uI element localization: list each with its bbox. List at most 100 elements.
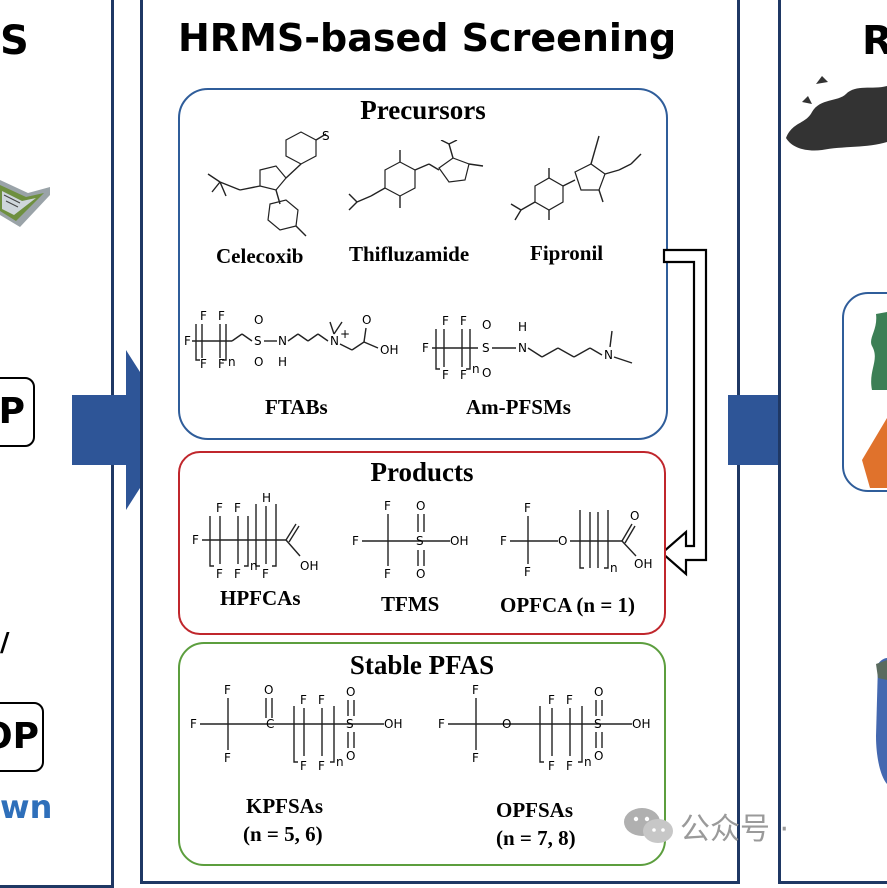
plant-illustration	[862, 312, 887, 488]
svg-text:F: F	[262, 567, 269, 580]
svg-text:O: O	[362, 313, 371, 327]
compound-fipronil: Fipronil	[530, 241, 604, 265]
svg-text:n: n	[472, 362, 480, 376]
svg-text:F: F	[566, 693, 573, 707]
svg-text:H: H	[278, 355, 287, 369]
svg-text:F: F	[524, 565, 531, 579]
tfms-structure: F FF S O O OH	[352, 499, 468, 578]
left-blue-text: wn	[0, 788, 53, 826]
svg-text:F: F	[200, 310, 207, 323]
svg-text:O: O	[482, 366, 491, 380]
svg-text:n: n	[336, 755, 344, 769]
products-box: Products	[178, 451, 666, 635]
svg-text:H: H	[518, 320, 527, 334]
svg-text:O: O	[346, 685, 355, 699]
svg-text:N: N	[330, 334, 339, 348]
svg-text:F: F	[524, 501, 531, 515]
feedback-arrow	[660, 248, 708, 577]
watermark-text: 公众号 ·	[680, 812, 790, 847]
svg-text:F: F	[224, 751, 231, 765]
right-panel-heading: R	[862, 18, 887, 64]
compound-opfca: OPFCA (n = 1)	[500, 593, 636, 617]
svg-text:F: F	[184, 334, 191, 348]
svg-text:F: F	[218, 357, 225, 371]
products-title: Products	[370, 457, 474, 487]
svg-text:O: O	[346, 749, 355, 763]
svg-text:F: F	[318, 759, 325, 773]
svg-text:F: F	[460, 368, 467, 382]
svg-text:F: F	[234, 567, 241, 580]
svg-text:F: F	[472, 751, 479, 765]
svg-text:n: n	[610, 561, 618, 575]
svg-text:F: F	[442, 368, 449, 382]
celecoxib-structure: S	[207, 130, 330, 237]
svg-text:OH: OH	[450, 534, 468, 548]
stable-pfas-box: Stable PFAS	[178, 642, 666, 866]
left-pill-top: P	[0, 377, 35, 447]
svg-text:F: F	[472, 684, 479, 697]
thifluzamide-structure	[348, 140, 484, 211]
svg-text:S: S	[346, 717, 354, 731]
center-panel-heading: HRMS-based Screening	[178, 16, 677, 60]
svg-text:F: F	[500, 534, 507, 548]
svg-text:O: O	[416, 499, 425, 513]
svg-text:H: H	[262, 491, 271, 505]
svg-text:n: n	[584, 755, 592, 769]
svg-text:F: F	[384, 499, 391, 513]
svg-text:+: +	[340, 327, 350, 341]
svg-text:F: F	[216, 567, 223, 580]
svg-text:F: F	[300, 693, 307, 707]
compound-thifluzamide: Thifluzamide	[349, 242, 470, 266]
svg-text:S: S	[254, 334, 262, 348]
svg-text:F: F	[318, 693, 325, 707]
compound-celecoxib: Celecoxib	[216, 244, 304, 268]
svg-text:N: N	[604, 348, 613, 362]
svg-text:F: F	[192, 533, 199, 547]
svg-text:O: O	[558, 534, 567, 548]
compound-opfsas-note: (n = 7, 8)	[496, 826, 576, 850]
svg-text:F: F	[422, 341, 429, 355]
svg-text:F: F	[300, 759, 307, 773]
precursors-title: Precursors	[360, 95, 486, 125]
stable-pfas-title: Stable PFAS	[349, 650, 495, 680]
svg-text:OH: OH	[380, 343, 398, 357]
precursors-box: Precursors	[178, 88, 668, 440]
svg-text:F: F	[352, 534, 359, 548]
compound-hpfcas: HPFCAs	[220, 586, 301, 610]
left-panel-heading: S	[0, 18, 29, 64]
svg-text:F: F	[442, 315, 449, 328]
svg-text:O: O	[254, 355, 263, 369]
svg-text:S: S	[482, 341, 490, 355]
svg-text:O: O	[416, 567, 425, 578]
svg-text:O: O	[482, 318, 491, 332]
svg-text:OH: OH	[634, 557, 652, 571]
svg-text:F: F	[216, 501, 223, 515]
compound-ftabs: FTABs	[265, 395, 328, 419]
svg-text:F: F	[460, 315, 467, 328]
svg-text:O: O	[594, 749, 603, 763]
svg-text:S: S	[594, 717, 602, 731]
svg-text:O: O	[594, 685, 603, 699]
svg-text:OH: OH	[632, 717, 650, 731]
svg-text:S: S	[416, 534, 424, 548]
svg-text:C: C	[266, 717, 274, 731]
svg-text:F: F	[548, 759, 555, 773]
svg-text:F: F	[234, 501, 241, 515]
svg-text:OH: OH	[300, 559, 318, 573]
left-building-illustration	[0, 180, 50, 227]
opfca-structure: F FF O n O OH	[500, 501, 652, 579]
compound-opfsas: OPFSAs	[496, 798, 574, 822]
svg-text:F: F	[224, 684, 231, 697]
svg-text:N: N	[278, 334, 287, 348]
svg-text:F: F	[200, 357, 207, 371]
svg-text:F: F	[566, 759, 573, 773]
svg-text:n: n	[250, 559, 258, 573]
svg-text:n: n	[228, 355, 236, 369]
left-slash-text: /	[0, 628, 10, 658]
compound-kpfsas: KPFSAs	[246, 794, 324, 818]
